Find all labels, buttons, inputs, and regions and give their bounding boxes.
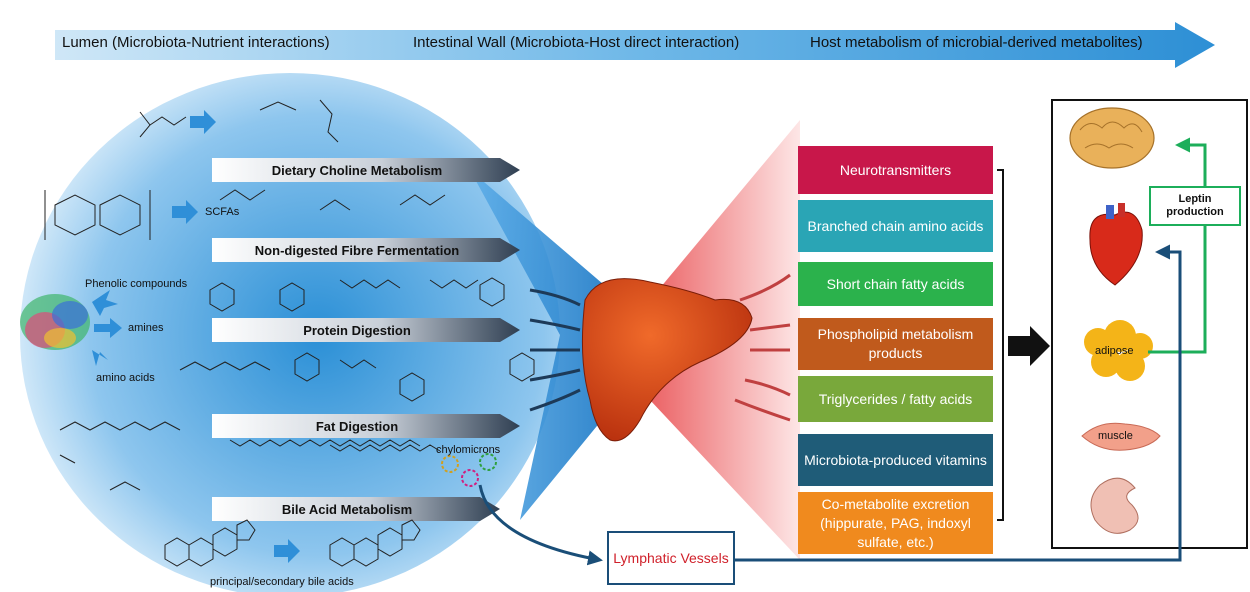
chylomicron-2 bbox=[461, 469, 479, 487]
heart-icon bbox=[1089, 203, 1143, 286]
leptin-arrow bbox=[1148, 137, 1207, 354]
stage-bar-protein bbox=[212, 318, 520, 342]
product-box-1: Neurotransmitters bbox=[798, 146, 993, 194]
conversion-arrow-choline bbox=[190, 110, 216, 134]
stage-bar-choline bbox=[212, 158, 520, 182]
banner-lumen-label: Lumen (Microbiota-Nutrient interactions) bbox=[62, 34, 330, 51]
protein-structure-image bbox=[20, 294, 90, 350]
bile-acids-label: principal/secondary bile acids bbox=[210, 576, 354, 588]
lymph-curve bbox=[478, 484, 603, 566]
chylomicron-3 bbox=[479, 453, 497, 471]
muscle-icon bbox=[1081, 422, 1161, 451]
liver-output-arrows bbox=[734, 273, 791, 422]
amino-acids-label: amino acids bbox=[96, 372, 155, 384]
conversion-arrow-bile bbox=[274, 539, 300, 563]
protein-arrow-right bbox=[94, 318, 122, 338]
product-box-3: Short chain fatty acids bbox=[798, 262, 993, 306]
product-box-7: Co-metabolite excretion (hippurate, PAG,… bbox=[798, 492, 993, 554]
phenolic-label: Phenolic compounds bbox=[85, 278, 188, 290]
host-arrow bbox=[1008, 326, 1050, 366]
liver-image bbox=[581, 278, 753, 442]
lymphatic-label: Lymphatic Vessels bbox=[613, 550, 729, 566]
stage-bile-label: Bile Acid Metabolism bbox=[281, 501, 413, 517]
molecule-fat bbox=[59, 421, 441, 491]
pathway-banner-arrow bbox=[55, 22, 1215, 68]
product-box-5: Triglycerides / fatty acids bbox=[798, 376, 993, 422]
product-box-6: Microbiota-produced vitamins bbox=[798, 434, 993, 486]
lymph-line-to-heart bbox=[735, 244, 1182, 562]
brain-icon bbox=[1069, 107, 1155, 169]
stage-protein-label: Protein Digestion bbox=[303, 322, 411, 338]
product-box-2: Branched chain amino acids bbox=[798, 200, 993, 252]
stage-bar-fat bbox=[212, 414, 520, 438]
stage-fibre-label: Non-digested Fibre Fermentation bbox=[254, 242, 460, 258]
scfas-label: SCFAs bbox=[205, 206, 240, 218]
protein-arrow-up bbox=[92, 290, 118, 316]
molecule-protein bbox=[179, 277, 535, 402]
stage-bar-fibre bbox=[212, 238, 520, 262]
chylomicron-1 bbox=[441, 455, 459, 473]
stage-bar-bile bbox=[212, 497, 500, 521]
muscle-label: muscle bbox=[1098, 430, 1133, 442]
molecule-bile-acid bbox=[164, 519, 421, 567]
molecule-fibre bbox=[44, 189, 446, 240]
amines-label: amines bbox=[128, 322, 164, 334]
products-bracket bbox=[997, 169, 1004, 521]
adipose-icon bbox=[1084, 320, 1153, 381]
molecule-choline bbox=[139, 99, 339, 143]
adipose-label: adipose bbox=[1095, 345, 1134, 357]
product-box-4: Phospholipid metabolism products bbox=[798, 318, 993, 370]
leptin-label: Leptin production bbox=[1166, 193, 1224, 218]
conversion-arrow-fibre bbox=[172, 200, 198, 224]
banner-wall-label: Intestinal Wall (Microbiota-Host direct … bbox=[413, 34, 740, 51]
stage-choline-label: Dietary Choline Metabolism bbox=[271, 162, 443, 178]
organs-box bbox=[1051, 99, 1248, 549]
chylomicrons-label: chylomicrons bbox=[436, 444, 501, 456]
leptin-box bbox=[1149, 186, 1241, 226]
stage-fat-label: Fat Digestion bbox=[315, 418, 399, 434]
kidney-icon bbox=[1090, 477, 1139, 534]
protein-arrow-down bbox=[92, 350, 108, 366]
banner-host-label: Host metabolism of microbial-derived met… bbox=[810, 34, 1143, 51]
lumen-funnel bbox=[470, 170, 610, 520]
intake-arrows bbox=[529, 288, 581, 412]
lymph-box bbox=[607, 531, 735, 585]
